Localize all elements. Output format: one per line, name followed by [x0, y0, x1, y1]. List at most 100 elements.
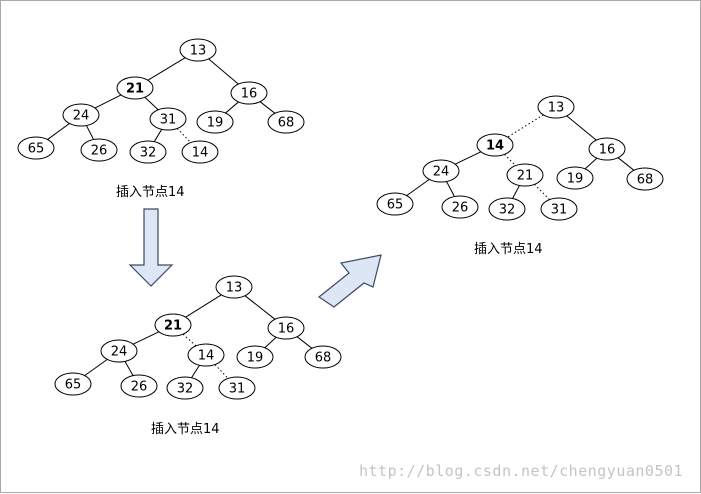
tree-node-65: 65: [17, 136, 55, 160]
tree-edge-n16-n19: [264, 336, 277, 349]
tree-node-21: 21: [116, 76, 154, 100]
node-ellipse: [181, 140, 219, 164]
node-label: 19: [207, 116, 224, 131]
tree-node-32: 32: [488, 197, 526, 221]
node-ellipse: [54, 372, 92, 396]
tree-node-31: 31: [149, 107, 187, 131]
node-ellipse: [304, 345, 342, 369]
tree-edge-n31-n14-dotted: [176, 128, 192, 143]
node-ellipse: [80, 138, 118, 162]
node-ellipse: [267, 316, 305, 340]
caption-tree-a: 插入节点14: [116, 185, 185, 200]
node-label: 21: [126, 82, 144, 97]
tree-edge-n21-n32: [512, 185, 520, 199]
tree-edge-n14-n32: [191, 364, 200, 379]
node-ellipse: [588, 137, 626, 161]
node-label: 19: [247, 351, 264, 366]
node-ellipse: [556, 166, 594, 190]
node-label: 24: [73, 109, 90, 124]
tree-edge-n24-n26: [124, 361, 134, 376]
node-ellipse: [540, 197, 578, 221]
tree-node-65: 65: [54, 372, 92, 396]
tree-edge-n21-n24: [94, 94, 122, 109]
node-ellipse: [218, 376, 256, 400]
watermark-url: http://blog.csdn.net/chengyuan0501: [359, 462, 684, 480]
tree-node-13: 13: [179, 38, 217, 62]
tree-node-24: 24: [422, 159, 460, 183]
node-ellipse: [230, 81, 268, 105]
tree-edge-n14-n21-dotted: [504, 154, 516, 166]
node-ellipse: [166, 376, 204, 400]
tree-node-16: 16: [230, 81, 268, 105]
tree-edge-n13-n21: [185, 294, 222, 318]
tree-node-24: 24: [62, 103, 100, 127]
tree-edge-n31-n32: [153, 129, 163, 142]
node-label: 65: [65, 378, 82, 393]
node-label: 31: [160, 113, 177, 128]
node-label: 32: [177, 382, 194, 397]
node-ellipse: [267, 110, 305, 134]
tree-node-68: 68: [304, 345, 342, 369]
node-label: 16: [278, 322, 295, 337]
arrow-down-icon: [128, 208, 174, 287]
node-label: 13: [190, 44, 207, 59]
tree-node-14: 14: [476, 133, 514, 157]
tree-node-31: 31: [540, 197, 578, 221]
tree-edge-n16-n68: [259, 101, 276, 114]
tree-edge-n13-n14-dotted: [507, 114, 544, 138]
tree-node-19: 19: [196, 110, 234, 134]
node-label: 31: [229, 382, 246, 397]
tree-node-13: 13: [537, 95, 575, 119]
node-label: 14: [486, 139, 504, 154]
node-ellipse: [179, 38, 217, 62]
node-label: 32: [499, 203, 516, 218]
tree-edge-n21-n31-dotted: [534, 184, 550, 200]
node-label: 14: [198, 349, 215, 364]
node-ellipse: [476, 133, 514, 157]
tree-node-14: 14: [187, 343, 225, 367]
tree-node-26: 26: [80, 138, 118, 162]
tree-node-19: 19: [236, 345, 274, 369]
tree-node-26: 26: [120, 374, 158, 398]
tree-node-26: 26: [441, 195, 479, 219]
tree-edge-n13-n16: [208, 58, 239, 85]
node-label: 24: [433, 165, 450, 180]
node-ellipse: [100, 339, 138, 363]
node-ellipse: [506, 163, 544, 187]
node-label: 21: [164, 319, 182, 334]
node-label: 26: [131, 380, 148, 395]
tree-node-16: 16: [588, 137, 626, 161]
node-ellipse: [149, 107, 187, 131]
node-ellipse: [236, 345, 274, 369]
node-ellipse: [441, 195, 479, 219]
node-label: 14: [192, 146, 209, 161]
tree-edge-n24-n65: [47, 123, 70, 140]
node-ellipse: [154, 313, 192, 337]
tree-edge-n21-n31: [144, 96, 159, 111]
caption-tree-b: 插入节点14: [151, 422, 220, 437]
tree-edge-n13-n16: [244, 295, 276, 320]
node-label: 65: [387, 198, 404, 213]
tree-edge-n13-n16: [566, 115, 597, 141]
node-ellipse: [196, 110, 234, 134]
tree-edge-n14-n24: [454, 151, 482, 165]
tree-node-21: 21: [154, 313, 192, 337]
node-label: 13: [226, 281, 243, 296]
tree-node-68: 68: [267, 110, 305, 134]
tree-edge-n24-n65: [406, 178, 430, 197]
node-ellipse: [422, 159, 460, 183]
tree-node-13: 13: [215, 275, 253, 299]
node-ellipse: [17, 136, 55, 160]
caption-tree-c: 插入节点14: [474, 242, 543, 257]
node-ellipse: [62, 103, 100, 127]
tree-node-31: 31: [218, 376, 256, 400]
tree-edge-n24-n65: [84, 358, 108, 377]
node-label: 21: [517, 169, 534, 184]
tree-node-19: 19: [556, 166, 594, 190]
node-label: 16: [599, 143, 616, 158]
node-ellipse: [537, 95, 575, 119]
tree-node-16: 16: [267, 316, 305, 340]
tree-node-68: 68: [626, 167, 664, 191]
node-label: 16: [241, 87, 258, 102]
